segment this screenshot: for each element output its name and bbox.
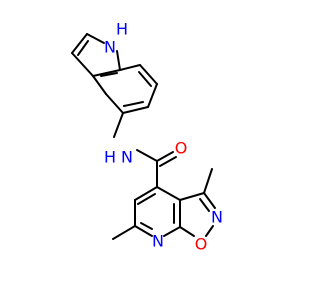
bond-c6-n7-pyr-inner <box>140 222 153 230</box>
bond-c3a-c3-isox <box>179 192 205 201</box>
bond-c3a-c7a-inner <box>100 72 118 77</box>
bond-amide-n-carbonyl-c <box>136 149 158 162</box>
bond-carbonyl-c-o-2 <box>159 156 177 167</box>
molecule-structure: H N N H O N O N <box>71 20 223 254</box>
bond-c3a-c7a <box>92 69 121 77</box>
bond-c5-c4 <box>122 106 149 114</box>
atom-indole-h: H <box>116 20 128 39</box>
atom-indole-n: N <box>104 38 116 57</box>
bond-c3-methyl <box>203 168 213 194</box>
atom-amide-n: N <box>121 148 133 167</box>
bond-carbonyl-c-o-1 <box>156 151 174 162</box>
bond-c3-c3a <box>71 52 94 77</box>
bond-c4-c3a <box>105 93 124 114</box>
bond-c3a-c4-link <box>92 75 107 95</box>
atom-labels: H N N H O N O N <box>104 20 223 254</box>
atom-carbonyl-o: O <box>175 139 188 158</box>
atom-isoxazole-n: N <box>211 208 223 227</box>
atom-amide-h: H <box>104 148 116 167</box>
bond-c3-n2-isox <box>203 192 216 209</box>
bond-c6-c5 <box>147 83 158 108</box>
bond-c5-c4-inner <box>123 101 144 107</box>
bond-c2-c3-inner <box>77 40 89 56</box>
bond-c7-c6-inner <box>138 71 152 87</box>
atom-pyridine-n: N <box>152 232 164 251</box>
bond-c7a-n1 <box>116 50 121 71</box>
bonds <box>71 33 216 240</box>
bond-c4-c5-pyr-inner <box>137 193 156 205</box>
bond-c6-n7-pyr <box>134 225 153 237</box>
bond-c7a-c7 <box>119 64 141 71</box>
bond-c2-c3 <box>71 33 88 54</box>
bond-c3-n2-isox-inner <box>199 198 210 212</box>
bond-c7-c6 <box>139 64 158 85</box>
bond-o1-c7a-isox <box>179 226 195 237</box>
bond-n7-c7a-pyr <box>163 226 181 237</box>
bond-n2-o1-isox <box>205 225 214 237</box>
bond-c4-c5-pyr <box>134 186 158 201</box>
bond-c6-methyl <box>112 225 136 240</box>
bond-n1-c2 <box>86 33 105 44</box>
atom-isoxazole-o: O <box>195 235 208 254</box>
bond-c3a-c4-pyr <box>156 186 181 201</box>
molecule-canvas: H N N H O N O N <box>71 19 223 254</box>
bond-c5-amide-n <box>113 112 124 138</box>
